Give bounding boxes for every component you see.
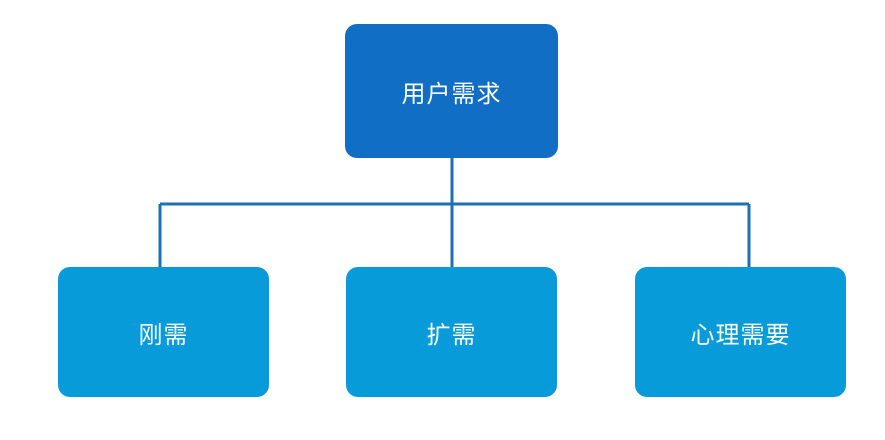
child-node-psychological-need: 心理需要 bbox=[635, 267, 846, 397]
child-node-expanded-demand: 扩需 bbox=[346, 267, 557, 397]
root-node: 用户需求 bbox=[345, 24, 558, 158]
child-node-label: 刚需 bbox=[138, 320, 189, 349]
child-node-label: 心理需要 bbox=[690, 320, 791, 349]
child-node-rigid-demand: 刚需 bbox=[58, 267, 269, 397]
child-node-label: 扩需 bbox=[426, 320, 477, 349]
root-node-label: 用户需求 bbox=[401, 79, 502, 108]
